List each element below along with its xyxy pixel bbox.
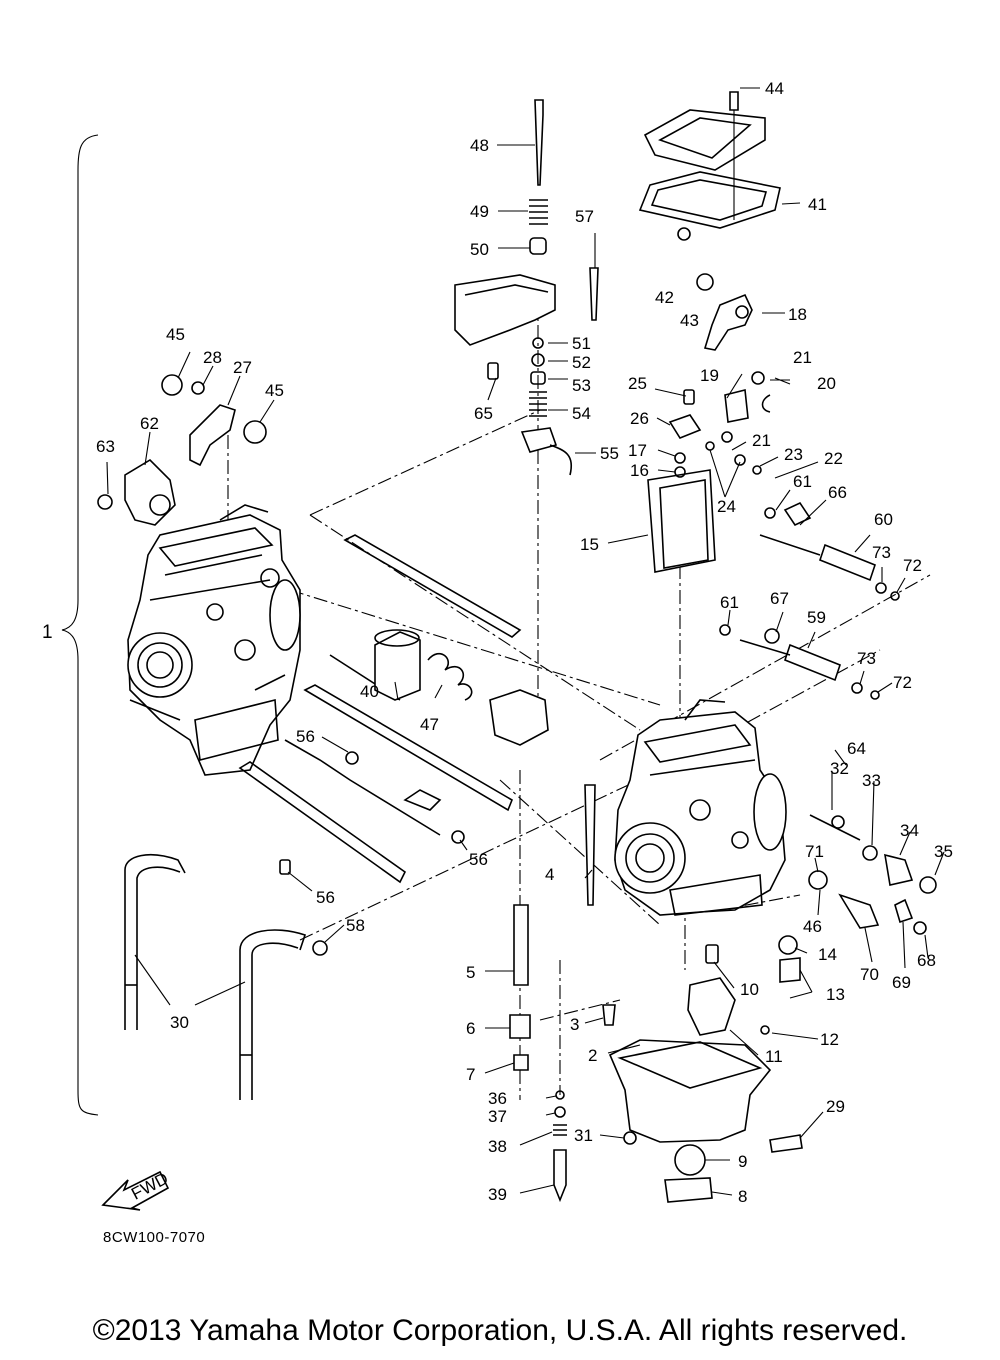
callout: 27 [233,358,252,377]
shaft-and-links [238,534,522,884]
callout: 63 [96,437,115,456]
left-side-small-parts [97,374,267,526]
callout: 73 [857,649,876,668]
callout: 45 [166,325,185,344]
callout: 36 [488,1089,507,1108]
callout: 43 [680,311,699,330]
float-chamber [608,977,803,1203]
callout: 34 [900,821,919,840]
top-cover-assembly [638,91,781,229]
throttle-lever-parts [677,227,771,423]
callout: 3 [570,1015,579,1034]
callout: 9 [738,1152,747,1171]
left-carburetor-body [127,504,301,776]
callout: 19 [700,366,719,385]
callout: 24 [717,497,736,516]
fwd-arrow: FWD [101,1169,171,1211]
callout: 59 [807,608,826,627]
callout: 16 [630,461,649,480]
callout: 60 [874,510,893,529]
callout: 41 [808,195,827,214]
callout: 18 [788,305,807,324]
right-side-small-parts [719,501,937,983]
callout: 20 [817,374,836,393]
callout: 40 [360,682,379,701]
callout: 44 [765,79,784,98]
callout: 46 [803,917,822,936]
callout: 13 [826,985,845,1004]
callout: 38 [488,1137,507,1156]
callout: 72 [903,556,922,575]
callout: 71 [805,842,824,861]
diagram-code: 8CW100-7070 [103,1229,206,1246]
callout: 68 [917,951,936,970]
callout: 1 [42,622,53,643]
callout: 31 [574,1126,593,1145]
callout: 48 [470,136,489,155]
callout: 72 [893,673,912,692]
callout: 10 [740,980,759,999]
callout: 55 [600,444,619,463]
slide-and-spring [374,629,549,746]
callout: 42 [655,288,674,307]
callout: 2 [588,1046,597,1065]
callout: 4 [545,865,554,884]
callout: 67 [770,589,789,608]
copyright-notice: ©2013 Yamaha Motor Corporation, U.S.A. A… [92,1314,908,1347]
callout: 53 [572,376,591,395]
callout: 51 [572,334,591,353]
callout: 56 [296,727,315,746]
callout: 25 [628,374,647,393]
jets-column [509,904,616,1203]
callout: 66 [828,483,847,502]
callout: 35 [934,842,953,861]
callout: 17 [628,441,647,460]
callout: 15 [580,535,599,554]
callout: 47 [420,715,439,734]
callout: 14 [818,945,837,964]
callout: 57 [575,207,594,226]
callout: 61 [720,593,739,612]
callout-labels: 1 2 3 4 5 6 7 8 9 10 11 12 13 14 15 16 1… [42,79,953,1206]
callout: 32 [830,759,849,778]
callout: 54 [572,404,591,423]
callout: 73 [872,543,891,562]
callout: 23 [784,445,803,464]
callout: 33 [862,771,881,790]
callout: 61 [793,472,812,491]
callout: 28 [203,348,222,367]
needle-holder-parts [454,99,599,476]
callout: 69 [892,973,911,992]
callout: 62 [140,414,159,433]
callout: 22 [824,449,843,468]
callout: 65 [474,404,493,423]
callout: 12 [820,1030,839,1049]
callout: 58 [346,916,365,935]
callout: 64 [847,739,866,758]
callout: 49 [470,202,489,221]
callout: 30 [170,1013,189,1032]
callout: 21 [793,348,812,367]
assembly-brace [61,134,99,1116]
callout: 70 [860,965,879,984]
callout: 52 [572,353,591,372]
callout: 56 [469,850,488,869]
callout: 29 [826,1097,845,1116]
callout: 8 [738,1187,747,1206]
callout: 6 [466,1019,475,1038]
callout: 11 [765,1047,783,1066]
callout: 50 [470,240,489,259]
callout: 7 [466,1065,475,1084]
callout: 5 [466,963,475,982]
callout-leaders [106,87,945,1196]
callout: 37 [488,1107,507,1126]
hoses [124,854,307,1100]
right-carburetor-body [614,699,787,916]
callout: 56 [316,888,335,907]
callout: 45 [265,381,284,400]
callout: 26 [630,409,649,428]
callout: 21 [752,431,771,450]
callout: 39 [488,1185,507,1204]
